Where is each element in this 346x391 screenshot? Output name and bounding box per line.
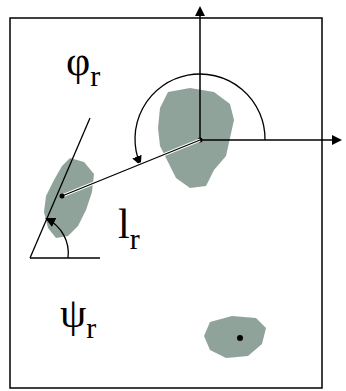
centroid-dot <box>60 194 65 199</box>
image-frame <box>10 18 322 388</box>
face-blob <box>158 88 234 188</box>
baseline <box>30 257 100 258</box>
orientation-line <box>30 118 90 258</box>
centroid-dot <box>237 335 243 341</box>
angle-arc <box>135 74 265 164</box>
distance-line <box>62 140 200 196</box>
angle-arc <box>47 219 68 258</box>
x-axis <box>200 139 340 141</box>
hand-blob <box>44 158 94 238</box>
orientation-symbol: φr <box>66 40 100 82</box>
distance-line-halo <box>62 140 200 196</box>
hand-blob <box>204 316 266 358</box>
angle-symbol: ψr <box>60 292 96 334</box>
distance-symbol: lr <box>118 203 140 245</box>
